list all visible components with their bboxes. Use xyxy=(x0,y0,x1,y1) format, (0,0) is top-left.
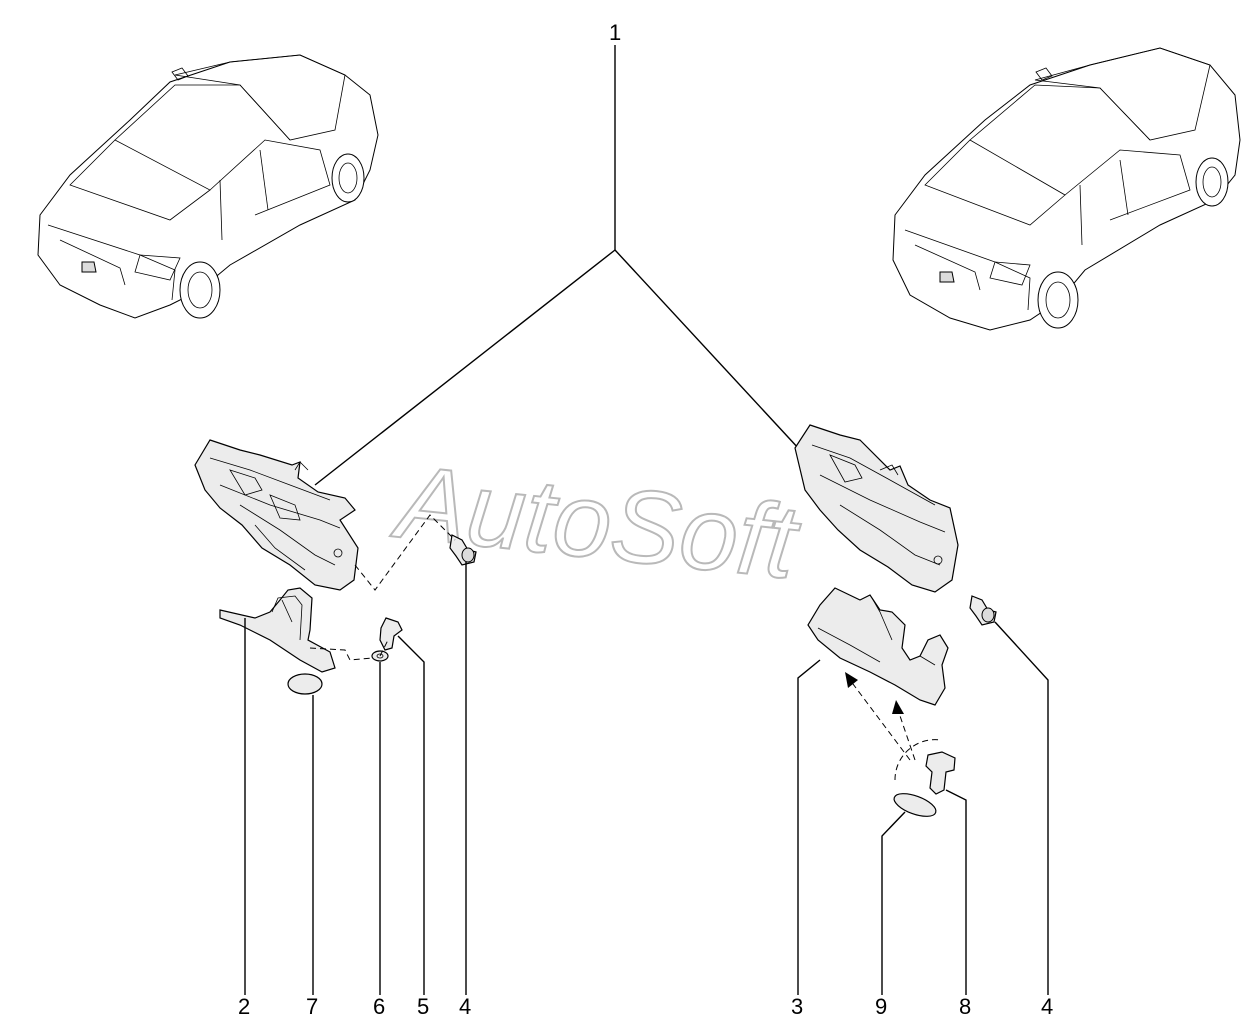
callout-1-leader xyxy=(314,45,801,486)
callout-3: 3 xyxy=(791,994,803,1019)
callout-1: 1 xyxy=(609,20,621,45)
callout-5: 5 xyxy=(417,994,429,1019)
callout-6: 6 xyxy=(373,994,385,1019)
left-lock-part xyxy=(194,439,359,591)
right-bolt-8-part xyxy=(925,751,956,795)
callout-leaders xyxy=(244,562,1049,995)
callout-4-right: 4 xyxy=(1041,994,1053,1019)
right-striker-part xyxy=(807,587,949,706)
hatchback-car-icon xyxy=(892,47,1241,331)
left-screw-part xyxy=(379,617,403,651)
right-washer-9-part xyxy=(893,793,937,817)
sedan-car-icon xyxy=(37,54,379,319)
right-bolt-part xyxy=(969,595,997,626)
right-lock-part xyxy=(794,424,959,593)
right-assembly-arrows xyxy=(845,672,941,781)
left-striker-part xyxy=(219,587,336,673)
left-washer-7-part xyxy=(287,673,323,695)
callout-4-left: 4 xyxy=(459,994,471,1019)
callout-8: 8 xyxy=(959,994,971,1019)
callout-7: 7 xyxy=(306,994,318,1019)
left-assembly-paths xyxy=(309,514,456,661)
watermark: AutoSoft xyxy=(387,443,806,601)
callout-9: 9 xyxy=(875,994,887,1019)
left-bolt-part xyxy=(449,534,477,566)
callout-2: 2 xyxy=(238,994,250,1019)
